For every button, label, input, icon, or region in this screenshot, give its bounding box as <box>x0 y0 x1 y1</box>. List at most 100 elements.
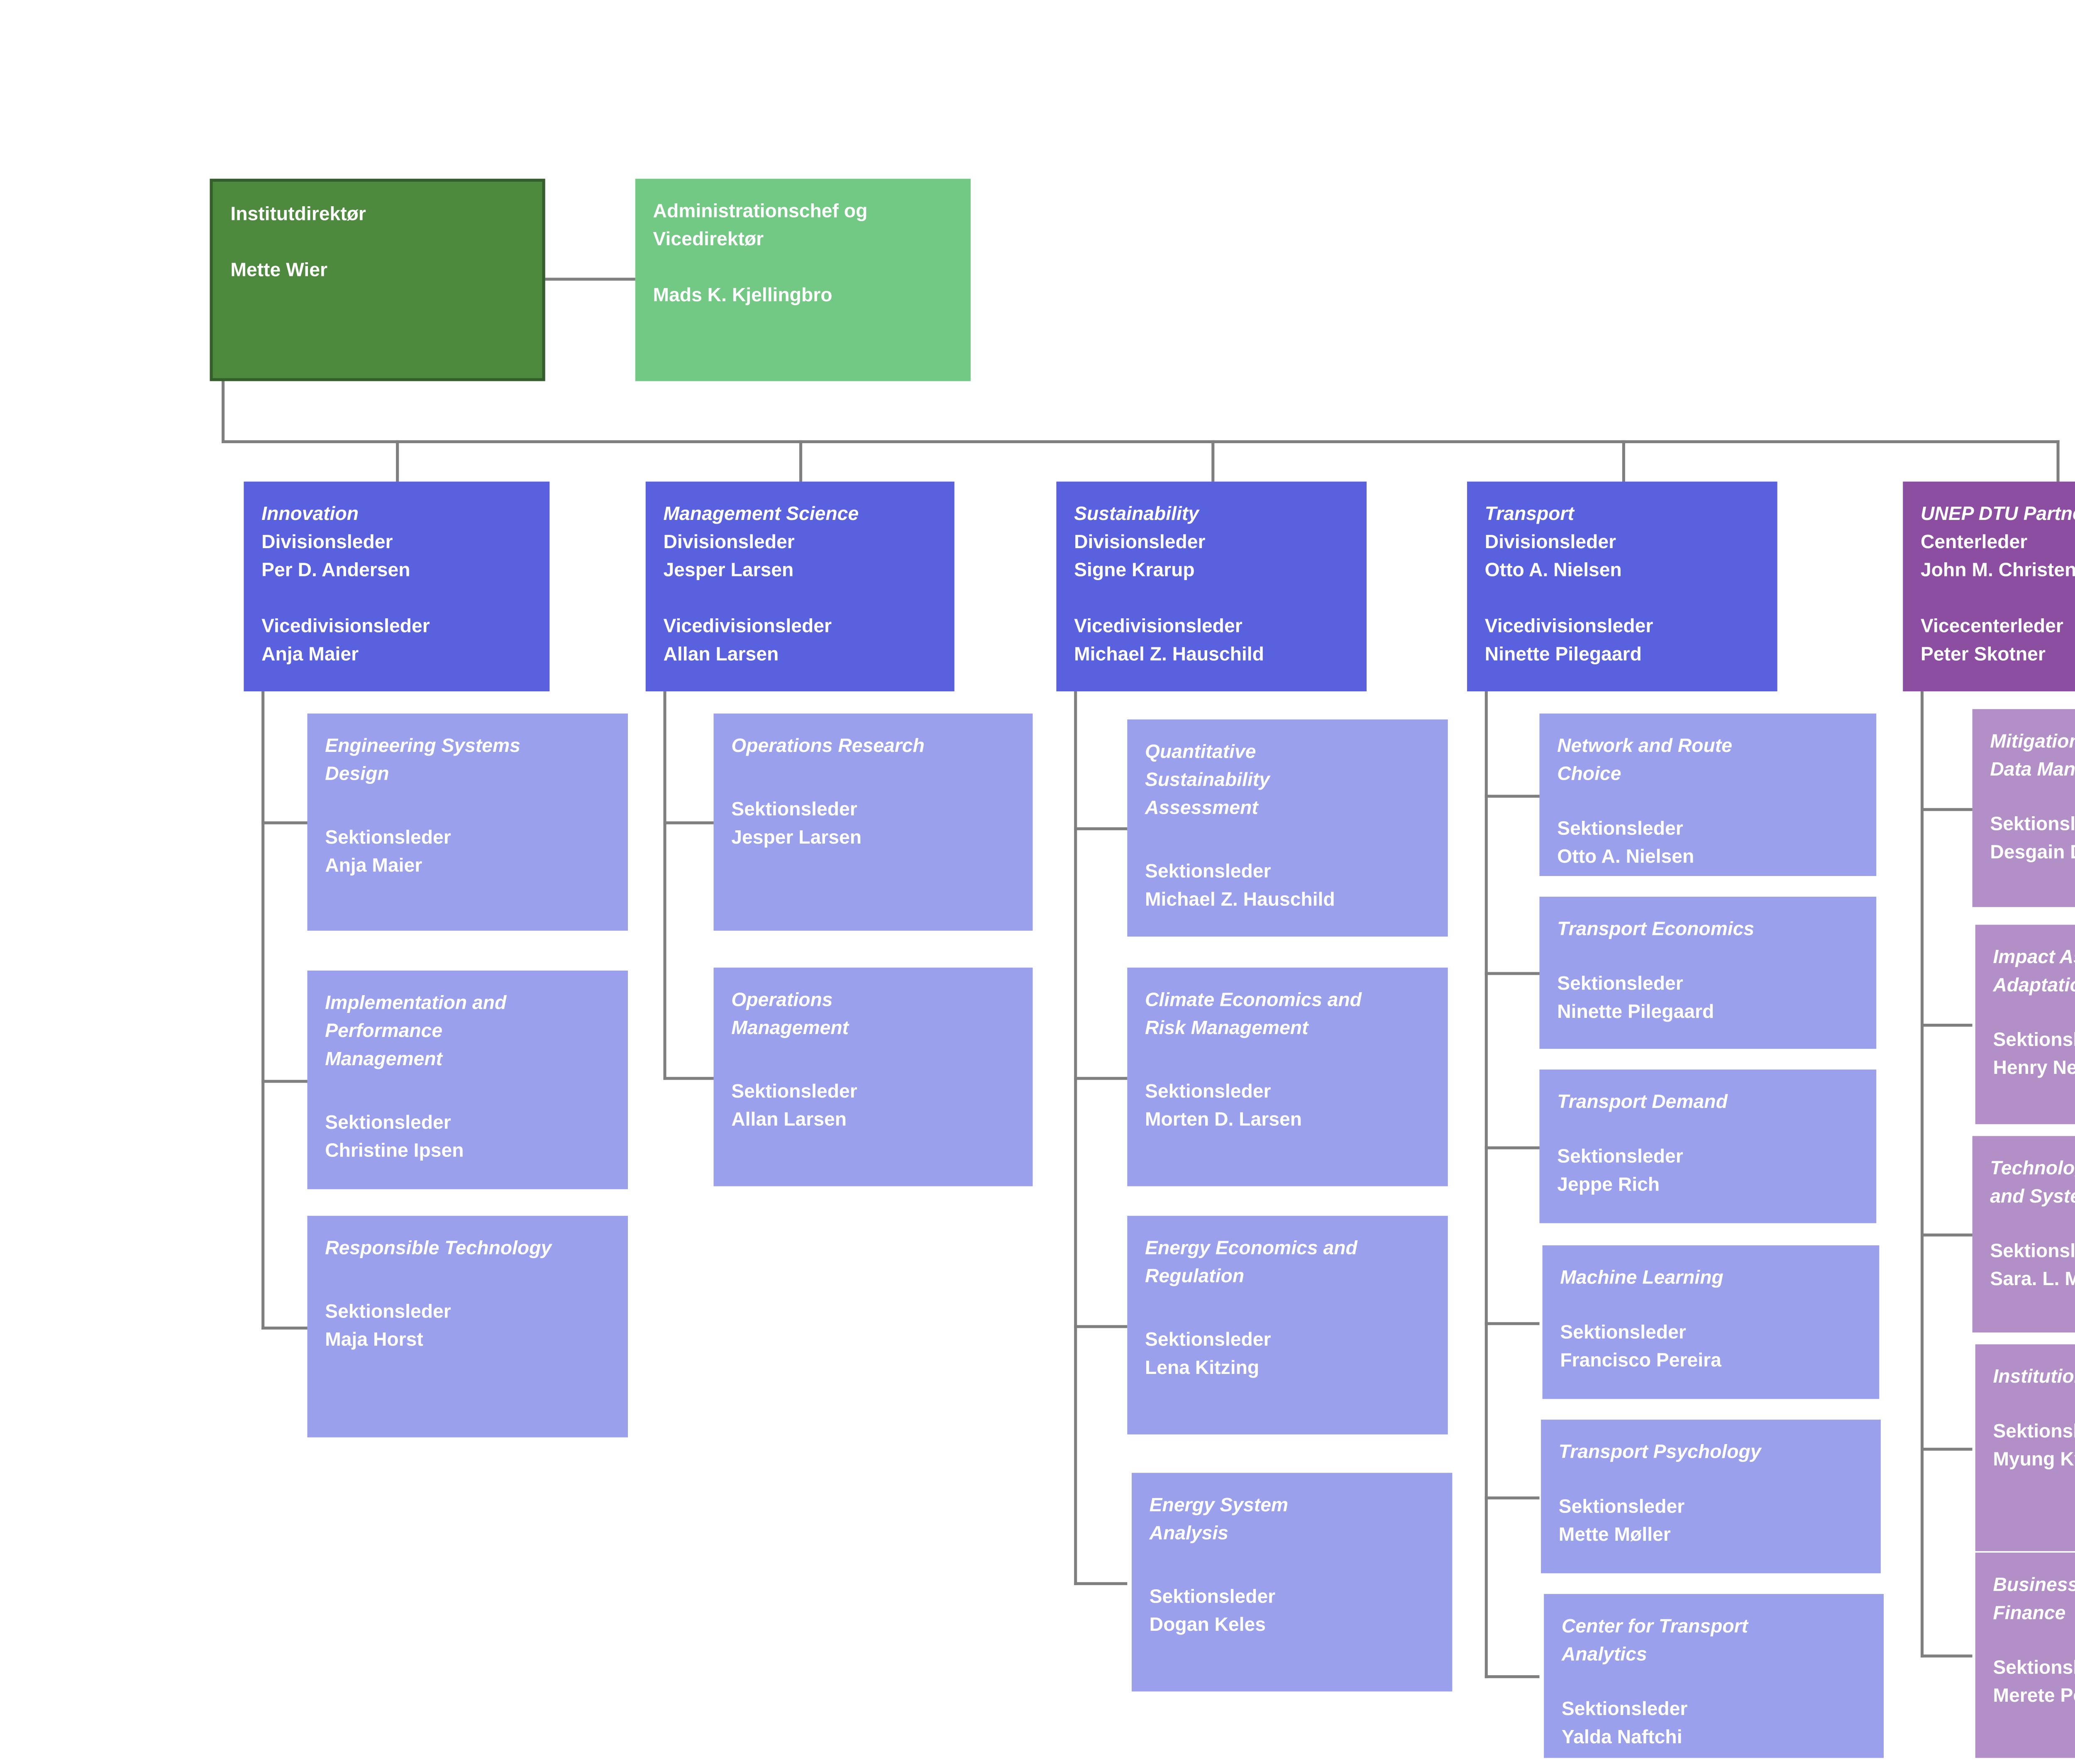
admin-box: Administrationschef og Vicedirektør Mads… <box>635 178 971 381</box>
section-name: Jeppe Rich <box>1557 1173 1660 1196</box>
connector-stub <box>1921 1024 1972 1027</box>
deputy-name: Allan Larsen <box>663 642 779 665</box>
section-role: Sektionsleder <box>1145 1328 1271 1350</box>
section-box-operations-management: Operations Management Sektionsleder Alla… <box>713 967 1033 1186</box>
division-title: UNEP DTU Partnership <box>1921 502 2075 525</box>
section-box-responsible-technology: Responsible Technology Sektionsleder Maj… <box>307 1215 628 1437</box>
connector-stub <box>1921 1233 1972 1237</box>
connector-transport-spine <box>1484 691 1488 1679</box>
leader-name: Jesper Larsen <box>663 558 794 581</box>
section-title: Transport Demand <box>1557 1090 1728 1113</box>
section-title: Transport Economics <box>1557 917 1755 940</box>
section-box-transport-economics: Transport Economics Sektionsleder Ninett… <box>1539 896 1877 1049</box>
admin-title: Administrationschef og Vicedirektør <box>653 199 868 250</box>
section-title: Operations Management <box>731 988 849 1039</box>
leader-name: Otto A. Nielsen <box>1484 558 1622 581</box>
admin-name: Mads K. Kjellingbro <box>653 283 832 306</box>
connector-director-drop <box>222 381 225 443</box>
section-title: Network and Route Choice <box>1557 734 1732 785</box>
connector-stub <box>1484 1322 1540 1325</box>
director-title: Institutdirektør <box>230 202 366 225</box>
section-box-energy-system-analysis: Energy System Analysis Sektionsleder Dog… <box>1131 1473 1452 1692</box>
connector-drop-innovation <box>396 440 399 482</box>
deputy-role: Vicedivisionsleder <box>261 614 430 637</box>
connector-stub <box>1921 1447 1972 1451</box>
section-box-machine-learning: Machine Learning Sektionsleder Francisco… <box>1542 1245 1880 1399</box>
connector-stub <box>1484 1496 1540 1500</box>
section-role: Sektionsleder <box>731 798 857 820</box>
division-box-management-science: Management Science Divisionsleder Jesper… <box>645 481 954 692</box>
section-title: Mitigation Analysis and Data Management <box>1990 730 2075 780</box>
leader-role: Centerleder <box>1921 530 2028 553</box>
division-title: Management Science <box>663 502 859 525</box>
connector-unep-spine <box>1921 691 1924 1658</box>
section-box-engineering-systems-design: Engineering Systems Design Sektionsleder… <box>307 713 628 931</box>
section-name: Maja Horst <box>325 1328 423 1350</box>
leader-role: Divisionsleder <box>261 530 393 553</box>
director-name: Mette Wier <box>230 259 327 281</box>
division-title: Transport <box>1484 502 1574 525</box>
leader-name: Per D. Andersen <box>261 558 410 581</box>
section-name: Francisco Pereira <box>1560 1349 1721 1371</box>
section-title: Quantitative Sustainability Assessment <box>1145 740 1270 819</box>
section-role: Sektionsleder <box>325 826 451 848</box>
deputy-role: Vicedivisionsleder <box>1074 614 1243 637</box>
section-title: Responsible Technology <box>325 1236 552 1259</box>
section-title: Energy Economics and Regulation <box>1145 1236 1357 1287</box>
section-name: Merete Pedersen <box>1993 1684 2075 1706</box>
section-role: Sektionsleder <box>1993 1656 2075 1679</box>
connector-stub <box>1484 795 1540 798</box>
section-role: Sektionsleder <box>731 1080 857 1102</box>
section-title: Machine Learning <box>1560 1266 1723 1288</box>
section-title: Transport Psychology <box>1558 1440 1761 1463</box>
deputy-name: Peter Skotner <box>1921 642 2046 665</box>
connector-drop-management-science <box>799 440 803 482</box>
leader-role: Divisionsleder <box>663 530 795 553</box>
deputy-name: Anja Maier <box>261 642 359 665</box>
connector-stub <box>1484 1146 1540 1149</box>
section-role: Sektionsleder <box>1557 817 1683 839</box>
connector-director-admin <box>545 278 635 281</box>
leader-name: Signe Krarup <box>1074 558 1195 581</box>
connector-stub <box>1074 827 1128 830</box>
section-role: Sektionsleder <box>1993 1420 2075 1442</box>
connector-stub <box>1484 1675 1540 1679</box>
leader-role: Divisionsleder <box>1074 530 1206 553</box>
section-title: Technology – Transitions and System Inno… <box>1990 1156 2075 1207</box>
connector-stub <box>1074 1325 1128 1328</box>
section-name: Anja Maier <box>325 854 422 876</box>
section-box-center-for-transport-analytics: Center for Transport Analytics Sektionsl… <box>1544 1594 1884 1758</box>
deputy-role: Vicedivisionsleder <box>663 614 832 637</box>
leader-role: Divisionsleder <box>1484 530 1616 553</box>
section-box-transport-psychology: Transport Psychology Sektionsleder Mette… <box>1541 1420 1881 1574</box>
section-title: Center for Transport Analytics <box>1561 1615 1748 1665</box>
section-role: Sektionsleder <box>1558 1495 1685 1518</box>
section-box-institutional-development: Institutional Development Sektionsleder … <box>1975 1344 2075 1551</box>
section-role: Sektionsleder <box>325 1300 451 1322</box>
section-title: Impact Assessment and Adaptation Analysi… <box>1993 945 2075 996</box>
section-box-energy-economics-and-regulation: Energy Economics and Regulation Sektions… <box>1127 1215 1448 1435</box>
connector-sustainability-spine <box>1074 691 1077 1585</box>
connector-stub <box>261 821 308 825</box>
division-box-unep-dtu-partnership: UNEP DTU Partnership Centerleder John M.… <box>1903 481 2075 692</box>
section-title: Operations Research <box>731 734 925 756</box>
section-name: Mette Møller <box>1558 1523 1671 1545</box>
deputy-name: Michael Z. Hauschild <box>1074 642 1264 665</box>
section-name: Sara. L. M. Trærup <box>1990 1267 2075 1290</box>
connector-stub <box>1074 1582 1128 1585</box>
section-title: Energy System Analysis <box>1149 1493 1289 1544</box>
section-box-climate-economics-and-risk-management: Climate Economics and Risk Management Se… <box>1127 967 1448 1186</box>
connector-drop-transport <box>1622 440 1625 482</box>
section-name: Christine Ipsen <box>325 1139 464 1161</box>
section-name: Morten D. Larsen <box>1145 1108 1302 1130</box>
section-title: Institutional Development <box>1993 1365 2075 1387</box>
division-title: Innovation <box>261 502 359 525</box>
section-box-quantitative-sustainability-assessment: Quantitative Sustainability Assessment S… <box>1127 719 1448 937</box>
section-box-technology-transitions-and-system-innovation: Technology – Transitions and System Inno… <box>1972 1136 2075 1333</box>
section-role: Sektionsleder <box>1145 1080 1271 1102</box>
section-box-transport-demand: Transport Demand Sektionsleder Jeppe Ric… <box>1539 1069 1877 1223</box>
connector-innovation-spine <box>261 691 265 1330</box>
deputy-role: Vicedivisionsleder <box>1484 614 1653 637</box>
section-title: Engineering Systems Design <box>325 734 520 785</box>
section-role: Sektionsleder <box>1990 812 2075 835</box>
